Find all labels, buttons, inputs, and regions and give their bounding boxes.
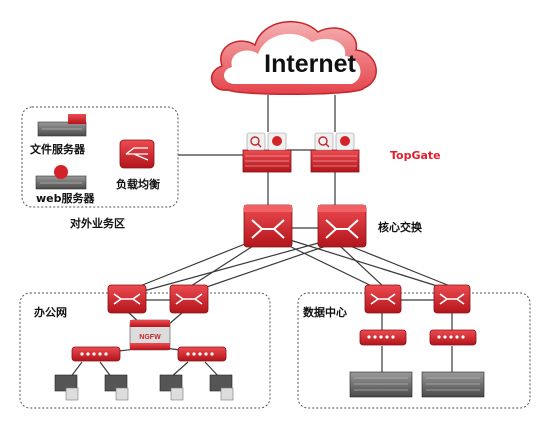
link-office-sw2-ngfw: [167, 311, 184, 326]
dc-server-rack-2: [421, 371, 485, 398]
link-core2-office-sw1: [139, 241, 323, 293]
shield-badge-icon: [272, 136, 282, 146]
load-balancer: [119, 139, 155, 169]
shield-badge-icon: [340, 136, 350, 146]
web-server: [35, 165, 87, 190]
topgate-firewall-2: [310, 132, 360, 173]
core-switch-label: 核心交换: [378, 221, 422, 234]
link-core1-office-sw1: [134, 241, 251, 289]
office-pc-1: [54, 374, 79, 401]
office-pc-2: [104, 374, 129, 401]
switch-arrows-icon: [325, 219, 359, 239]
external-zone-label: 对外业务区: [70, 217, 125, 230]
file-server: [37, 114, 87, 137]
web-badge-icon: [54, 165, 68, 179]
dc-switch-1: [364, 284, 402, 314]
link-core2-dc-sw2: [344, 243, 456, 289]
office-access-device-2: [177, 346, 227, 362]
dc-switch-2: [433, 284, 471, 314]
topgate-firewall-1: [242, 132, 292, 173]
ngfw-label: NGFW: [139, 334, 161, 341]
datacenter-zone-box: [297, 292, 531, 409]
office-access-device-1: [71, 346, 121, 362]
magnifier-icon: [250, 136, 260, 146]
link-core1-dc-sw1: [284, 243, 381, 291]
topgate-label: TopGate: [390, 149, 441, 162]
dc-server-rack-1: [349, 371, 413, 398]
load-balancer-label: 负载均衡: [116, 178, 160, 191]
external-zone-box: [21, 106, 179, 208]
core-switch-1: [243, 204, 293, 248]
dc-security-device-2: [429, 329, 477, 346]
datacenter-zone-label: 数据中心: [303, 306, 347, 319]
office-switch-1: [107, 284, 147, 314]
core-switch-2: [317, 204, 367, 248]
link-core2-office-sw2: [191, 245, 327, 293]
magnifier-icon: [318, 136, 328, 146]
ngfw-device: NGFW: [129, 319, 171, 351]
internet-label: Internet: [264, 50, 356, 78]
switch-arrows-icon: [251, 219, 285, 239]
office-pc-4: [209, 374, 234, 401]
link-core1-dc-sw2: [289, 239, 451, 291]
link-core2-dc-sw1: [339, 245, 386, 289]
office-switch-2: [169, 284, 209, 314]
dc-security-device-1: [359, 329, 407, 346]
office-zone-label: 办公网: [34, 306, 67, 319]
web-server-label: web服务器: [36, 192, 95, 205]
office-zone-box: [19, 292, 271, 409]
link-core1-office-sw2: [187, 245, 254, 289]
internet-cloud: [210, 20, 377, 95]
file-server-label: 文件服务器: [30, 143, 85, 156]
load-balance-icon: [125, 147, 149, 161]
office-pc-3: [159, 374, 184, 401]
